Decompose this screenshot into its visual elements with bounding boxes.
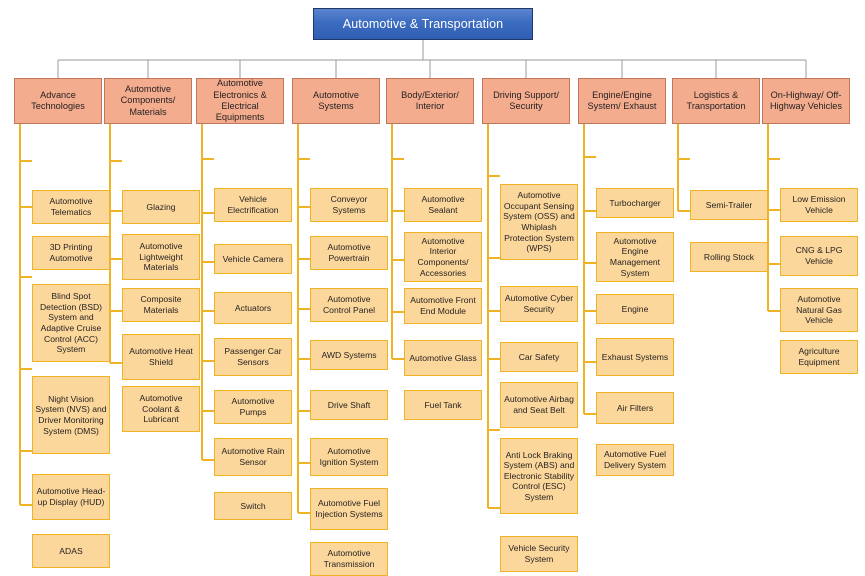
leaf-node[interactable]: Automotive Heat Shield <box>122 334 200 380</box>
leaf-node[interactable]: Car Safety <box>500 342 578 372</box>
leaf-node[interactable]: Night Vision System (NVS) and Driver Mon… <box>32 376 110 454</box>
leaf-node[interactable]: Automotive Head-up Display (HUD) <box>32 474 110 520</box>
category-node[interactable]: Automotive Electronics & Electrical Equi… <box>196 78 284 124</box>
leaf-node[interactable]: Conveyor Systems <box>310 188 388 222</box>
leaf-node[interactable]: Vehicle Camera <box>214 244 292 274</box>
org-chart-diagram: Automotive & Transportation Advance Tech… <box>14 8 858 576</box>
category-column: Automotive Electronics & Electrical Equi… <box>196 78 292 520</box>
leaf-node[interactable]: Agriculture Equipment <box>780 340 858 374</box>
leaf-node[interactable]: Composite Materials <box>122 288 200 322</box>
category-node[interactable]: Logistics & Transportation <box>672 78 760 124</box>
leaf-node[interactable]: Automotive Fuel Delivery System <box>596 444 674 476</box>
leaf-node[interactable]: Automotive Coolant & Lubricant <box>122 386 200 432</box>
leaf-node[interactable]: Drive Shaft <box>310 390 388 420</box>
leaf-node[interactable]: Automotive Sealant <box>404 188 482 222</box>
leaf-node[interactable]: Semi-Trailer <box>690 190 768 220</box>
leaf-node[interactable]: Automotive Airbag and Seat Belt <box>500 382 578 428</box>
leaf-node[interactable]: Low Emission Vehicle <box>780 188 858 222</box>
leaf-node[interactable]: AWD Systems <box>310 340 388 370</box>
leaf-node[interactable]: Turbocharger <box>596 188 674 218</box>
leaf-node[interactable]: Automotive Ignition System <box>310 438 388 476</box>
leaf-node[interactable]: 3D Printing Automotive <box>32 236 110 270</box>
leaf-node[interactable]: Automotive Transmission <box>310 542 388 576</box>
leaf-node[interactable]: Glazing <box>122 190 200 224</box>
leaf-node[interactable]: Automotive Engine Management System <box>596 232 674 282</box>
leaf-node[interactable]: Automotive Telematics <box>32 190 110 224</box>
leaf-node[interactable]: Engine <box>596 294 674 324</box>
leaf-node[interactable]: Anti Lock Braking System (ABS) and Elect… <box>500 438 578 514</box>
leaf-node[interactable]: Switch <box>214 492 292 520</box>
root-node-title[interactable]: Automotive & Transportation <box>313 8 533 40</box>
leaf-node[interactable]: Automotive Fuel Injection Systems <box>310 488 388 530</box>
leaf-node[interactable]: Automotive Pumps <box>214 390 292 424</box>
leaf-node[interactable]: Automotive Interior Components/ Accessor… <box>404 232 482 282</box>
leaf-node[interactable]: Automotive Front End Module <box>404 288 482 324</box>
category-node[interactable]: Body/Exterior/ Interior <box>386 78 474 124</box>
category-node[interactable]: Advance Technologies <box>14 78 102 124</box>
leaf-node[interactable]: Automotive Occupant Sensing System (OSS)… <box>500 184 578 260</box>
leaf-node[interactable]: ADAS <box>32 534 110 568</box>
leaf-node[interactable]: Air Filters <box>596 392 674 424</box>
leaf-node[interactable]: Fuel Tank <box>404 390 482 420</box>
leaf-node[interactable]: Automotive Lightweight Materials <box>122 234 200 280</box>
leaf-node[interactable]: Passenger Car Sensors <box>214 338 292 376</box>
leaf-node[interactable]: CNG & LPG Vehicle <box>780 236 858 276</box>
category-node[interactable]: Automotive Components/ Materials <box>104 78 192 124</box>
leaf-node[interactable]: Vehicle Security System <box>500 536 578 572</box>
leaf-node[interactable]: Automotive Cyber Security <box>500 286 578 322</box>
leaf-node[interactable]: Automotive Control Panel <box>310 288 388 322</box>
leaf-node[interactable]: Automotive Natural Gas Vehicle <box>780 288 858 332</box>
category-node[interactable]: Automotive Systems <box>292 78 380 124</box>
leaf-node[interactable]: Automotive Glass <box>404 340 482 376</box>
leaf-node[interactable]: Rolling Stock <box>690 242 768 272</box>
leaf-node[interactable]: Vehicle Electrification <box>214 188 292 222</box>
category-node[interactable]: On-Highway/ Off-Highway Vehicles <box>762 78 850 124</box>
category-node[interactable]: Driving Support/ Security <box>482 78 570 124</box>
leaf-node[interactable]: Automotive Rain Sensor <box>214 438 292 476</box>
leaf-node[interactable]: Blind Spot Detection (BSD) System and Ad… <box>32 284 110 362</box>
leaf-node[interactable]: Automotive Powertrain <box>310 236 388 270</box>
category-node[interactable]: Engine/Engine System/ Exhaust <box>578 78 666 124</box>
leaf-node[interactable]: Actuators <box>214 292 292 324</box>
leaf-node[interactable]: Exhaust Systems <box>596 338 674 376</box>
